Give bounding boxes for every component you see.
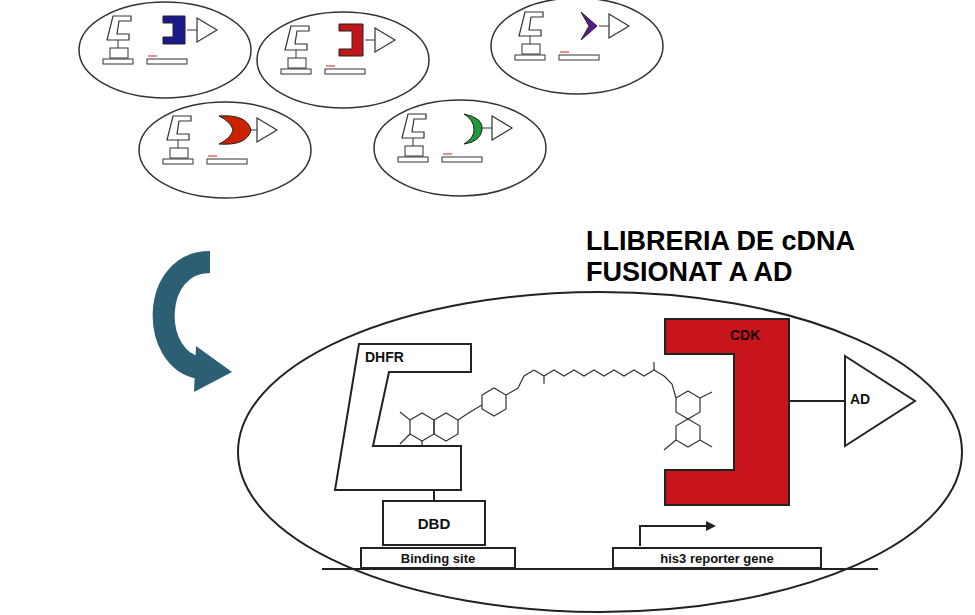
node-label: DHFR [365, 349, 404, 365]
reporter-gene-box: his3 reporter gene [612, 547, 822, 569]
node-label: his3 reporter gene [660, 551, 773, 566]
dhfr-protein: DHFR [333, 342, 473, 492]
title-text: LLIBRERIA DE cDNA FUSIONAT A AD [586, 226, 966, 288]
cdk-protein-shape [664, 318, 790, 506]
node-label: Binding site [401, 551, 475, 566]
node-label: DBD [418, 515, 451, 532]
cdk-protein: CDK [664, 318, 790, 506]
node-label: CDK [730, 327, 760, 343]
dbd-box: DBD [382, 500, 486, 546]
binding-site-box: Binding site [360, 547, 516, 569]
activation-domain: AD [843, 354, 917, 448]
node-label: AD [850, 391, 870, 407]
connector-line [789, 401, 844, 402]
